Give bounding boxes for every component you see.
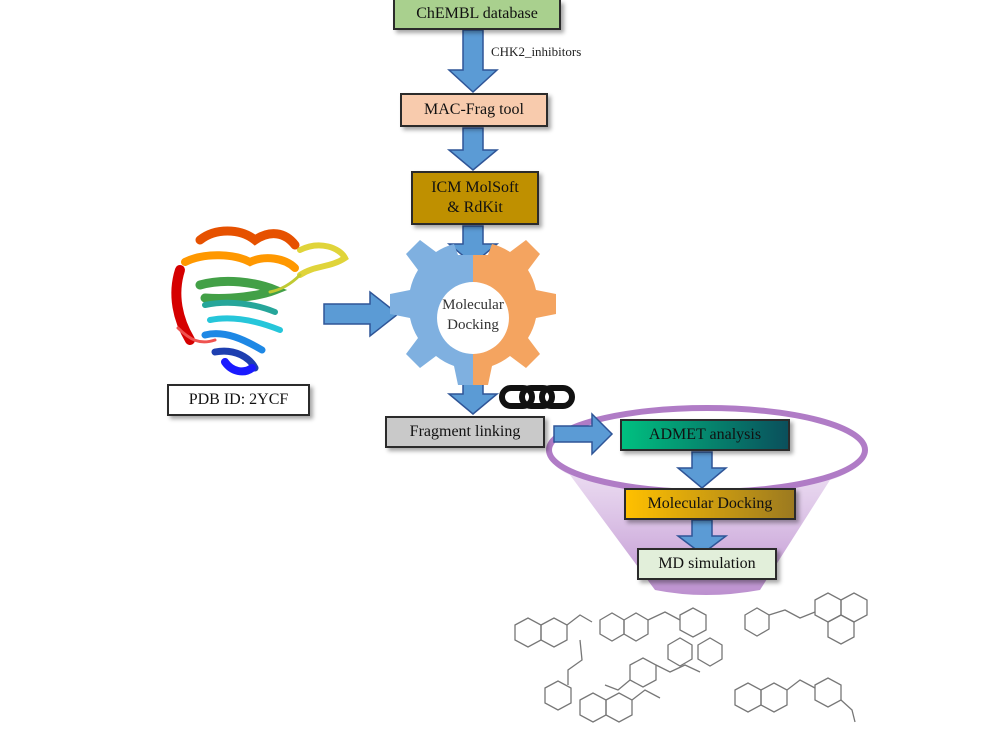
arrow-pdb-gear (323, 290, 400, 338)
fragment-linking-label: Fragment linking (409, 423, 521, 440)
arrow-fragment-admet (553, 412, 614, 456)
admet-analysis-node: ADMET analysis (620, 419, 790, 451)
molecule-structures-image (514, 592, 868, 723)
mac-frag-tool-label: MAC-Frag tool (424, 101, 524, 118)
chembl-database-label: ChEMBL database (416, 5, 538, 22)
arrow-chembl-macfrag (447, 29, 499, 94)
icm-molsoft-rdkit-node: ICM MolSoft & RdKit (411, 171, 539, 225)
pdb-id-node: PDB ID: 2YCF (167, 384, 310, 416)
md-simulation-node: MD simulation (637, 548, 777, 580)
pdb-id-label: PDB ID: 2YCF (188, 391, 289, 408)
gear-molecular-label: Molecular (442, 297, 504, 313)
molecular-docking-label: Molecular Docking (647, 495, 773, 512)
chain-link-icon (499, 385, 575, 409)
fragment-linking-node: Fragment linking (385, 416, 545, 448)
protein-structure-image (171, 226, 349, 376)
molecular-docking-node: Molecular Docking (624, 488, 796, 520)
icm-molsoft-label: ICM MolSoft (431, 179, 519, 196)
mac-frag-tool-node: MAC-Frag tool (400, 93, 548, 127)
chk2-inhibitors-edge-label: CHK2_inhibitors (491, 44, 582, 59)
rdkit-label: & RdKit (447, 199, 503, 216)
arrow-icm-gear (446, 225, 500, 265)
admet-analysis-label: ADMET analysis (648, 426, 762, 443)
gear-text: Molecular Docking (423, 296, 523, 335)
chembl-database-node: ChEMBL database (393, 0, 561, 30)
molecular-docking-gear (390, 240, 556, 385)
arrow-admet-docking (675, 451, 729, 489)
md-simulation-label: MD simulation (658, 555, 756, 572)
arrow-docking-md (675, 519, 729, 555)
arrow-macfrag-icm (446, 127, 500, 171)
gear-docking-label: Docking (447, 316, 499, 333)
